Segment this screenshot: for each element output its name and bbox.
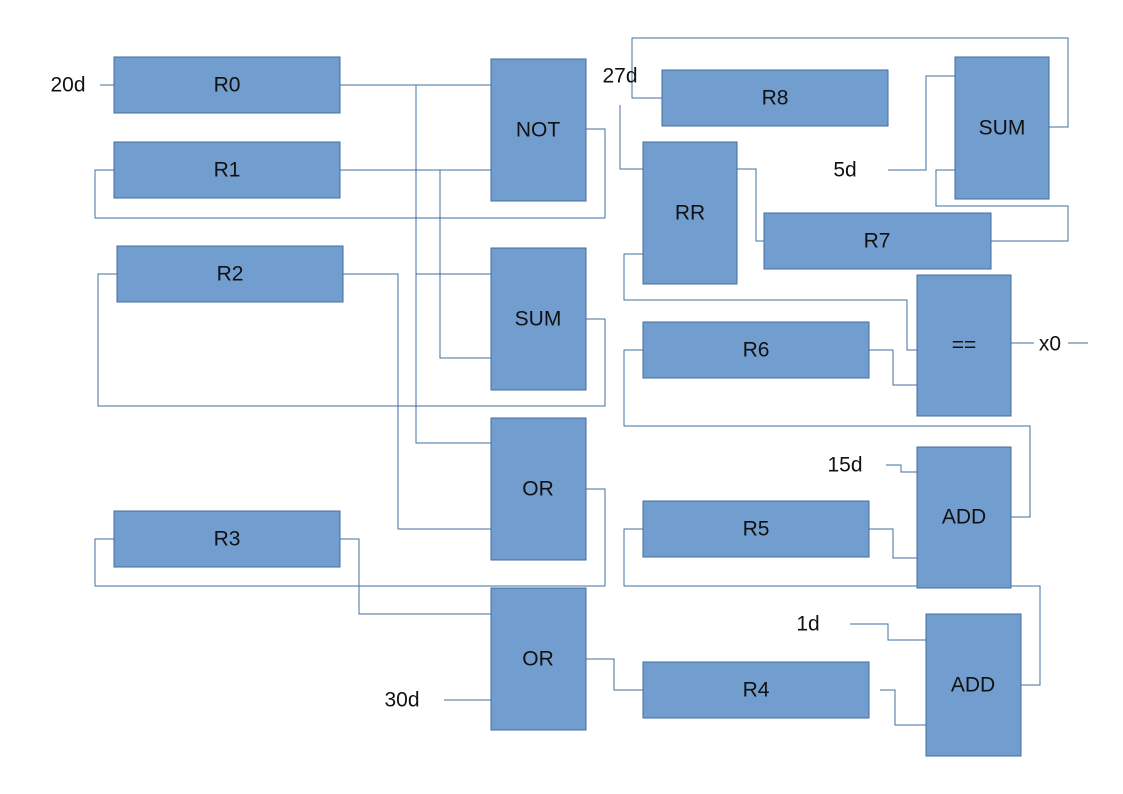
operator-sum-right-label: SUM [979, 117, 1026, 140]
wire-r1-sum [439, 170, 491, 359]
register-r8: R8 [661, 69, 889, 127]
output-x0: x0 [1039, 333, 1061, 356]
output-label-background [1034, 332, 1068, 356]
register-r7-label: R7 [864, 230, 891, 253]
wire-5d-sum [888, 75, 962, 171]
wires [94, 37, 1088, 726]
operator-not: NOT [490, 58, 587, 202]
wire-27d-r8 [631, 82, 662, 99]
register-r1-label: R1 [214, 159, 241, 182]
register-r1: R1 [113, 141, 341, 199]
register-r0: R0 [113, 56, 341, 114]
register-r3: R3 [113, 510, 341, 568]
wire-add-feedback-r6 [623, 349, 1031, 518]
operator-rr-label: RR [675, 202, 705, 225]
register-r2: R2 [116, 245, 344, 303]
wire-15d-add [886, 464, 917, 473]
register-r7: R7 [763, 212, 992, 270]
register-r3-label: R3 [214, 528, 241, 551]
wire-r6-eq [869, 349, 917, 386]
operator-add-lower-label: ADD [951, 674, 995, 697]
register-r0-label: R0 [214, 74, 241, 97]
wire-add-feedback-r5 [623, 528, 1041, 686]
register-r6: R6 [642, 321, 870, 379]
wire-not-feedback-r1 [94, 128, 606, 219]
register-r6-label: R6 [743, 339, 770, 362]
wire-rr-eq [623, 253, 917, 351]
operator-or-lower: OR [490, 587, 587, 731]
operator-sum-right: SUM [954, 56, 1050, 200]
wire-sum-feedback-r8 [631, 37, 1069, 128]
register-r5-label: R5 [743, 518, 770, 541]
wire-r4-add [880, 689, 926, 726]
register-r4: R4 [642, 661, 870, 719]
operator-or-upper: OR [490, 417, 587, 561]
operator-or-upper-label: OR [522, 478, 554, 501]
constant-30d: 30d [384, 689, 419, 712]
operator-sum-left: SUM [490, 247, 587, 391]
operator-eq: == [916, 274, 1012, 417]
wire-27d-rr [619, 105, 643, 170]
constant-1d: 1d [796, 613, 819, 636]
register-r5: R5 [642, 500, 870, 558]
register-r8-label: R8 [762, 87, 789, 110]
wire-or-r4 [586, 658, 643, 691]
operator-sum-left-label: SUM [515, 308, 562, 331]
wire-r3-or [340, 538, 491, 615]
operator-add-upper-label: ADD [942, 506, 986, 529]
wire-rr-r7 [737, 168, 764, 242]
constant-5d: 5d [833, 159, 856, 182]
wire-r5-add [869, 528, 917, 559]
operator-rr: RR [642, 141, 738, 285]
operator-or-lower-label: OR [522, 648, 554, 671]
wire-sum-feedback-r2 [97, 273, 606, 407]
wire-or-feedback-r3 [94, 488, 606, 587]
operator-add-upper: ADD [916, 446, 1012, 589]
operator-not-label: NOT [516, 119, 561, 142]
register-r4-label: R4 [743, 679, 770, 702]
wire-1d-add [850, 623, 926, 641]
wire-r0-branch [415, 85, 491, 444]
register-r2-label: R2 [217, 263, 244, 286]
wire-r2-or [343, 273, 491, 530]
constant-20d: 20d [50, 74, 85, 97]
operator-add-lower: ADD [925, 613, 1022, 757]
constant-15d: 15d [827, 454, 862, 477]
constant-27d: 27d [602, 65, 637, 88]
wire-r7-sum [935, 169, 1069, 242]
operator-eq-label: == [952, 334, 977, 357]
